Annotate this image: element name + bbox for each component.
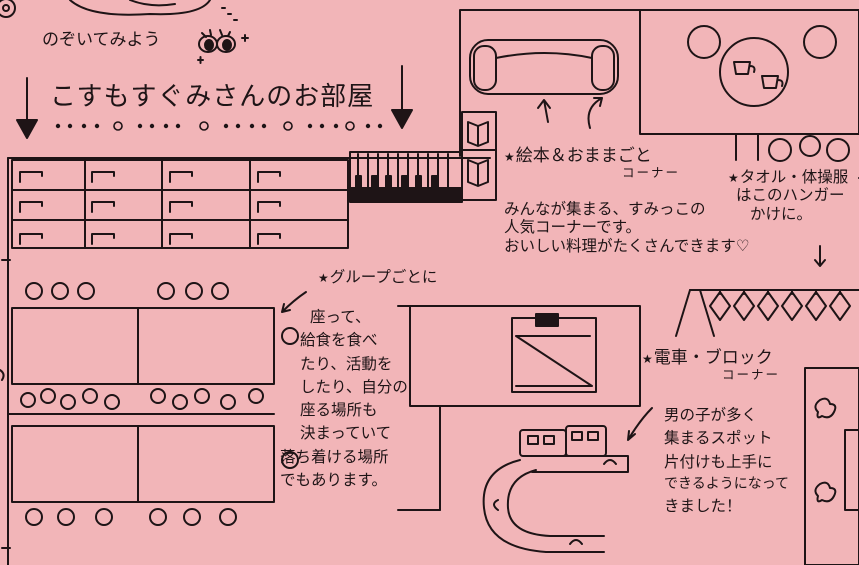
chairs	[20, 282, 299, 526]
train-title: 電車・ブロック	[653, 348, 773, 368]
sofa	[469, 39, 619, 129]
towel-annotation: ★タオル・体操服 はこのハンガー かけに。	[728, 168, 849, 223]
towel-title: タオル・体操服	[739, 168, 849, 186]
books-corner-annotation: ★絵本＆おままごと コーナー	[504, 146, 754, 181]
corner-decoration	[0, 0, 238, 21]
books-corner-suffix: コーナー	[622, 165, 681, 181]
down-arrow-left-icon	[16, 77, 38, 139]
books-corner-description: みんなが集まる、すみっこの 人気コーナーです。 おいしい料理がたくさんできます♡	[504, 200, 750, 255]
piano	[349, 151, 463, 203]
group-description: 座って、 給食を食べ たり、活動を したり、自分の 座る場所も 決まっていて 落…	[280, 308, 408, 489]
peek-caption: のぞいてみよう	[42, 30, 161, 50]
table-with-cups	[639, 9, 859, 135]
hanger-rack	[675, 245, 859, 337]
dotted-underline	[55, 121, 383, 131]
train-annotation: ★電車・ブロック コーナー	[642, 348, 812, 383]
group-title: グループごとに	[329, 268, 438, 286]
train-corner-suffix: コーナー	[722, 367, 781, 383]
train-description: 男の子が多く 集まるスポット 片付けも上手に できるようになって きました！	[664, 406, 790, 515]
eyes-icon	[197, 29, 249, 64]
group-tables	[7, 307, 275, 503]
leader-arrows	[281, 291, 653, 441]
toy-train	[482, 425, 629, 553]
cubby-shelves	[11, 159, 349, 249]
bookshelf	[461, 111, 497, 201]
books-corner-title: 絵本＆おままごと	[515, 146, 652, 166]
towel-hanger	[735, 133, 859, 179]
train-block-area	[397, 305, 641, 511]
block-shelf	[804, 367, 859, 565]
down-arrow-right-icon	[391, 65, 413, 129]
page-title: こすもすぐみさんのお部屋	[50, 82, 375, 112]
group-annotation: ★グループごとに	[318, 268, 438, 286]
